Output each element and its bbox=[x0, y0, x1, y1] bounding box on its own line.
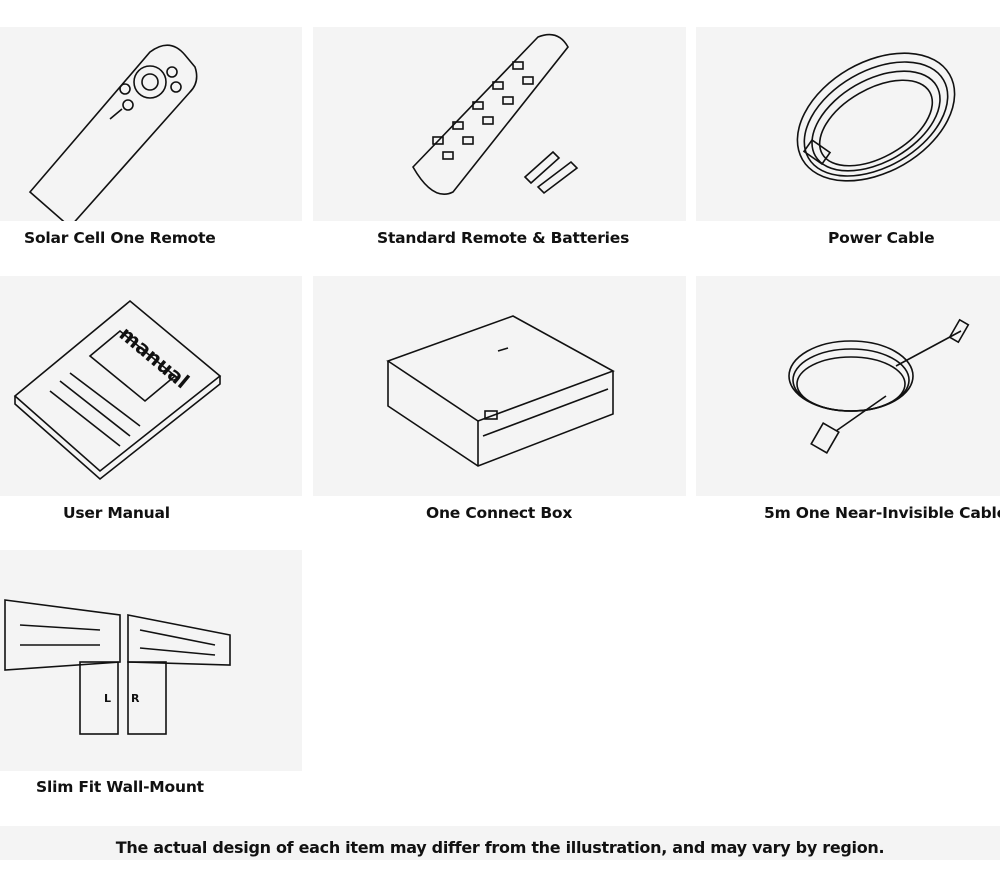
item-label: Solar Cell One Remote bbox=[24, 229, 216, 247]
near-invisible-cable-panel bbox=[696, 276, 1000, 496]
standard-remote-panel bbox=[313, 27, 686, 221]
connect-box-illustration bbox=[386, 315, 615, 467]
item-label: 5m One Near-Invisible Cable bbox=[764, 504, 1000, 522]
manual-cover-text: manual bbox=[115, 321, 194, 393]
wall-mount-illustration: L R bbox=[4, 599, 231, 735]
solar-remote-illustration bbox=[28, 44, 198, 221]
user-manual-panel: manual bbox=[0, 276, 302, 496]
item-label: Slim Fit Wall-Mount bbox=[36, 778, 204, 796]
item-label: One Connect Box bbox=[426, 504, 573, 522]
left-tag: L bbox=[104, 692, 111, 705]
item-label: Standard Remote & Batteries bbox=[377, 229, 630, 247]
standard-remote-illustration bbox=[412, 33, 579, 195]
disclaimer-text: The actual design of each item may diffe… bbox=[115, 838, 885, 857]
cable-illustration bbox=[788, 318, 970, 454]
wall-mount-panel: L R bbox=[0, 550, 302, 771]
solar-remote-panel bbox=[0, 27, 302, 221]
disclaimer-bar: The actual design of each item may diffe… bbox=[0, 826, 1000, 860]
power-cable-illustration bbox=[796, 52, 956, 182]
item-label: User Manual bbox=[63, 504, 170, 522]
manual-illustration: manual bbox=[13, 299, 222, 481]
one-connect-box-panel bbox=[313, 276, 686, 496]
power-cable-panel bbox=[696, 27, 1000, 221]
item-label: Power Cable bbox=[828, 229, 935, 247]
right-tag: R bbox=[131, 692, 140, 705]
